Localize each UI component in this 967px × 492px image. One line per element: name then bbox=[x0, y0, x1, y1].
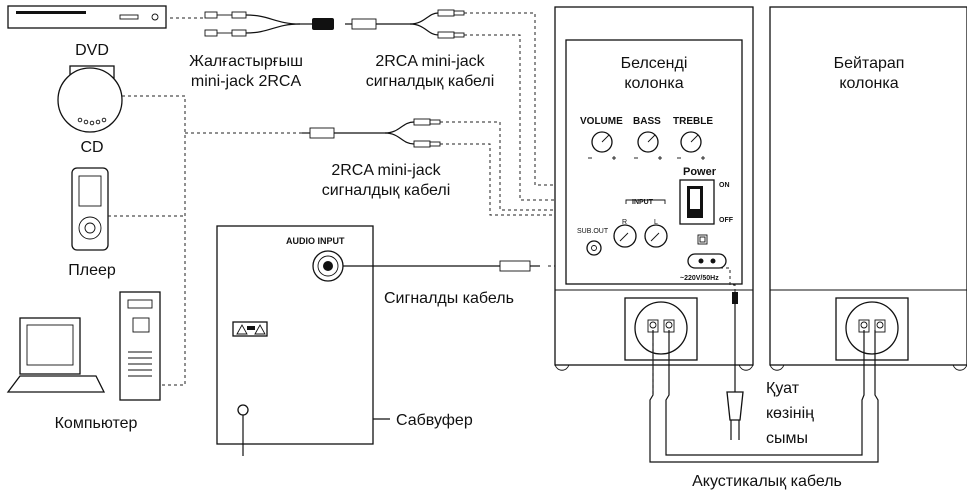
off-label: OFF bbox=[719, 217, 734, 224]
treble-knob[interactable] bbox=[680, 131, 702, 153]
voltage-label: ~220V/50Hz bbox=[680, 275, 719, 282]
cd-label: CD bbox=[80, 139, 103, 156]
adapter-cable-icon bbox=[204, 11, 334, 37]
power-socket[interactable] bbox=[687, 253, 727, 269]
cd-player-icon bbox=[57, 65, 123, 133]
active-speaker-title-line1: Белсенді bbox=[621, 55, 688, 72]
rca-cable-middle-label-line1: 2RCA mini-jack bbox=[331, 162, 441, 179]
on-label: ON bbox=[719, 182, 730, 189]
active-speaker bbox=[554, 6, 754, 371]
treble-label: TREBLE bbox=[673, 116, 713, 127]
input-l-jack[interactable] bbox=[644, 224, 668, 248]
input-label: INPUT bbox=[632, 199, 654, 206]
computer-label: Компьютер bbox=[55, 415, 138, 432]
volume-label: VOLUME bbox=[580, 116, 623, 127]
sub-out-label: SUB.OUT bbox=[577, 228, 609, 235]
power-cord-label-line1: Қуат bbox=[766, 380, 800, 397]
player-label: Плеер bbox=[68, 262, 116, 279]
subwoofer-box bbox=[216, 225, 374, 456]
active-speaker-title-line2: колонка bbox=[624, 75, 683, 92]
knob-scale-marks bbox=[588, 156, 705, 160]
media-player-icon bbox=[71, 167, 109, 251]
dvd-label: DVD bbox=[75, 42, 109, 59]
power-switch[interactable] bbox=[679, 179, 715, 225]
passive-speaker-title-line1: Бейтарап bbox=[834, 55, 905, 72]
input-r-label: R bbox=[622, 219, 627, 226]
bass-label: BASS bbox=[633, 116, 661, 127]
bass-knob[interactable] bbox=[637, 131, 659, 153]
rca-cable-middle-label-line2: сигналдық кабелі bbox=[322, 182, 451, 199]
speaker-cable-label: Акустикалық кабель bbox=[692, 473, 842, 490]
passive-speaker bbox=[769, 6, 967, 371]
sub-out-jack[interactable] bbox=[586, 240, 602, 256]
computer-icon bbox=[6, 291, 161, 401]
rca-cable-top-label-line2: сигналдық кабелі bbox=[366, 73, 495, 90]
adapter-label-line2: mini-jack 2RCA bbox=[191, 73, 302, 90]
power-cord-icon bbox=[720, 267, 744, 440]
adapter-label-line1: Жалғастырғыш bbox=[189, 53, 303, 70]
subwoofer-label: Сабвуфер bbox=[396, 412, 473, 429]
double-insulation-icon bbox=[697, 234, 708, 245]
power-cord-label-line3: сымы bbox=[766, 430, 808, 447]
volume-knob[interactable] bbox=[591, 131, 613, 153]
signal-cable-label: Сигналды кабель bbox=[384, 290, 514, 307]
signal-cable-icon bbox=[343, 258, 596, 272]
dvd-player-icon bbox=[7, 5, 167, 29]
input-r-jack[interactable] bbox=[613, 224, 637, 248]
audio-input-label: AUDIO INPUT bbox=[286, 236, 345, 246]
passive-speaker-title-line2: колонка bbox=[839, 75, 898, 92]
rca-cable-top-label-line1: 2RCA mini-jack bbox=[375, 53, 485, 70]
speaker-cable-icon bbox=[649, 330, 879, 463]
power-label: Power bbox=[683, 166, 717, 178]
rca-cable-middle-icon bbox=[302, 118, 441, 148]
input-l-label: L bbox=[654, 219, 658, 226]
rca-cable-top-icon bbox=[345, 9, 465, 39]
power-cord-label-line2: көзінің bbox=[766, 405, 814, 422]
device-bus-lines bbox=[108, 17, 302, 386]
